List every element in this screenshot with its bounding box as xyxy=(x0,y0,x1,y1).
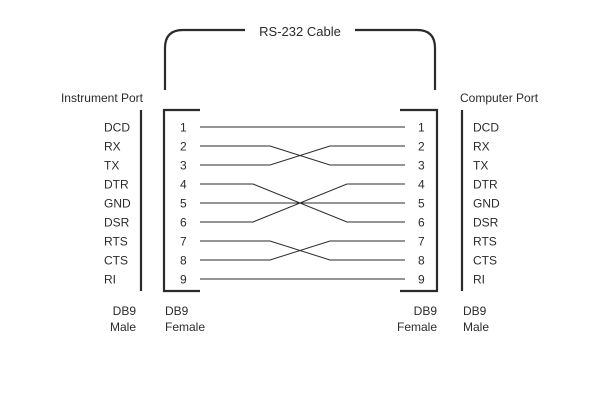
right-signal-label: CTS xyxy=(473,254,497,268)
left-signal-label: RTS xyxy=(104,235,128,249)
right-pin-number: 3 xyxy=(418,159,425,173)
right-pin-number: 1 xyxy=(418,121,425,135)
right-pin-number: 5 xyxy=(418,197,425,211)
computer-connector-type: DB9 xyxy=(463,304,487,318)
left-pin-number: 3 xyxy=(180,159,187,173)
left-signal-label: DCD xyxy=(104,121,130,135)
cable-right-connector-gender: Female xyxy=(397,320,437,334)
left-pin-number: 8 xyxy=(180,254,187,268)
right-pin-number: 2 xyxy=(418,140,425,154)
left-signal-label: CTS xyxy=(104,254,128,268)
left-pin-number: 5 xyxy=(180,197,187,211)
instrument-connector-type: DB9 xyxy=(113,304,137,318)
cable-left-connector-gender: Female xyxy=(165,320,205,334)
left-pin-number: 2 xyxy=(180,140,187,154)
cable-wire xyxy=(200,145,405,166)
right-signal-label: DTR xyxy=(473,178,498,192)
right-signal-label: RI xyxy=(473,273,485,287)
left-signal-label: RX xyxy=(104,140,121,154)
right-signal-label: RTS xyxy=(473,235,497,249)
right-pin-number: 7 xyxy=(418,235,425,249)
cable-outline-right xyxy=(355,28,437,90)
left-pin-number: 1 xyxy=(180,121,187,135)
left-signal-label: RI xyxy=(104,273,116,287)
right-signal-label: RX xyxy=(473,140,490,154)
right-pin-number: 6 xyxy=(418,216,425,230)
cable-wire xyxy=(200,240,405,261)
cable-wire xyxy=(200,183,405,223)
right-signal-label: DCD xyxy=(473,121,499,135)
instrument-port-label: Instrument Port xyxy=(61,91,144,105)
cable-right-connector-bracket xyxy=(400,108,439,293)
left-pin-number: 6 xyxy=(180,216,187,230)
cable-wire xyxy=(200,240,405,261)
left-signal-label: DSR xyxy=(104,216,130,230)
right-pin-number: 4 xyxy=(418,178,425,192)
cable-left-connector-type: DB9 xyxy=(165,304,189,318)
left-signal-label: TX xyxy=(104,159,119,173)
instrument-connector-gender: Male xyxy=(110,320,136,334)
left-signal-label: DTR xyxy=(104,178,129,192)
left-pin-number: 4 xyxy=(180,178,187,192)
right-pin-number: 9 xyxy=(418,273,425,287)
cable-right-connector-type: DB9 xyxy=(414,304,438,318)
right-pin-number: 8 xyxy=(418,254,425,268)
cable-label: RS-232 Cable xyxy=(259,24,341,39)
cable-left-connector-bracket xyxy=(162,108,200,293)
left-pin-number: 9 xyxy=(180,273,187,287)
left-signal-label: GND xyxy=(104,197,131,211)
right-signal-label: GND xyxy=(473,197,500,211)
computer-connector-gender: Male xyxy=(463,320,489,334)
cable-wire xyxy=(200,145,405,166)
right-signal-label: DSR xyxy=(473,216,499,230)
right-signal-label: TX xyxy=(473,159,488,173)
cable-outline-left xyxy=(163,28,245,90)
left-pin-number: 7 xyxy=(180,235,187,249)
computer-port-label: Computer Port xyxy=(460,91,539,105)
